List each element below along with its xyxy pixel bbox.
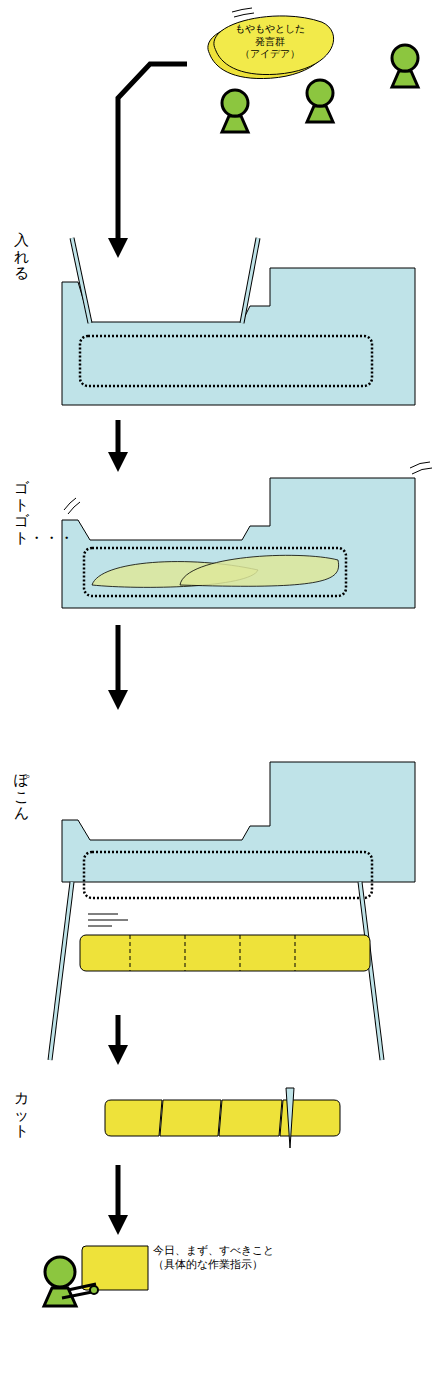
idea-cloud: もやもやとした 発言群 （アイデア） [205,11,335,73]
person-with-card [44,1246,148,1306]
cut-pieces [105,1100,340,1136]
funnel-guide [72,238,90,323]
motion-marks [232,8,254,17]
funnel-guide [72,238,90,323]
input-arrow [118,64,187,248]
idea-block [80,935,370,971]
flow-arrow [116,1165,121,1225]
machine [62,762,415,882]
funnel-guide [242,238,258,323]
release-guide [50,882,72,1060]
release-guide [50,882,72,1060]
idea-dough [180,555,339,586]
mold-cavity [80,336,372,386]
cloud-shape [214,16,334,75]
flow-arrow [116,420,121,462]
person-head [307,80,333,106]
flow-arrow [116,625,121,700]
step-label: カット [14,1090,29,1140]
person-body [307,106,333,122]
person-body [392,71,418,87]
flow-arrow [116,1015,121,1055]
step-label: 入れる [14,232,29,282]
person-body [222,116,248,132]
funnel-guide [242,238,258,323]
piece [219,1100,282,1136]
piece [105,1100,162,1136]
result-note: 今日、まず、すべきこと （具体的な作業指示） [153,1244,281,1273]
person-head [222,90,248,116]
step-label: ぽこん [14,772,29,822]
knife [286,1088,294,1148]
shake-marks [410,462,432,474]
machine [62,478,415,608]
shake-marks [64,498,80,514]
mold-cavity [84,852,372,898]
person-head [392,45,418,71]
idea-text: もやもやとした 発言群 （アイデア） [231,23,309,61]
motion-lines [88,914,128,926]
piece [160,1100,221,1136]
cut-guides [130,935,295,971]
person-head [45,1257,75,1287]
mold-cavity [84,548,346,596]
machine [62,268,415,405]
person-hand [90,1286,98,1294]
step-label: ゴトゴト・・・ [14,480,29,546]
